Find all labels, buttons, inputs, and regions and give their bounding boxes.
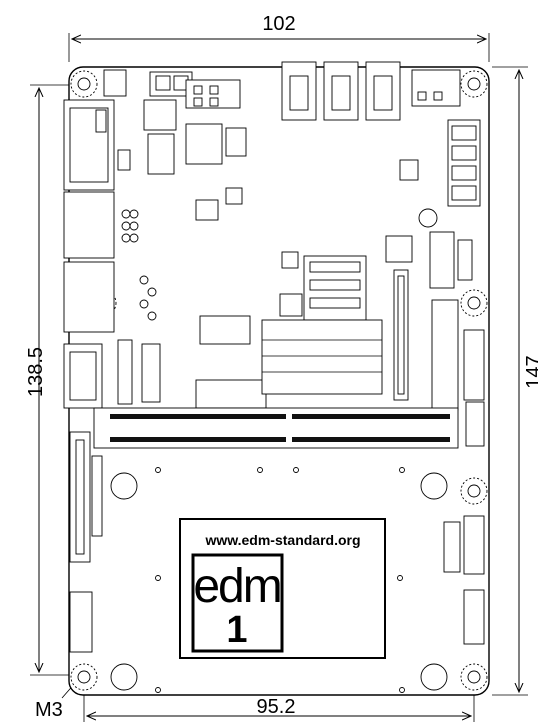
label-block: www.edm-standard.org edm 1 xyxy=(179,518,386,659)
dimension-bottom: 95.2 xyxy=(83,688,475,722)
left-height-label: 138.5 xyxy=(25,347,47,397)
top-width-label: 102 xyxy=(262,13,295,35)
left-connectors xyxy=(63,99,157,653)
logo-box xyxy=(191,553,284,653)
sodimm-socket xyxy=(93,407,459,449)
dimension-top: 102 xyxy=(68,13,490,62)
top-connectors xyxy=(103,61,461,121)
right-headers xyxy=(443,401,485,645)
right-height-label: 147 xyxy=(523,355,538,388)
logo-text: edm xyxy=(193,560,280,613)
m3-callout: M3 xyxy=(35,681,77,721)
upper-components xyxy=(117,99,485,411)
standard-url: www.edm-standard.org xyxy=(204,532,360,548)
dimension-right: 147 xyxy=(492,66,538,696)
module-holes xyxy=(110,467,448,693)
bottom-width-label: 95.2 xyxy=(257,696,296,718)
dimension-left: 138.5 xyxy=(25,84,72,676)
logo-number: 1 xyxy=(226,609,247,651)
hole-label: M3 xyxy=(35,699,63,721)
